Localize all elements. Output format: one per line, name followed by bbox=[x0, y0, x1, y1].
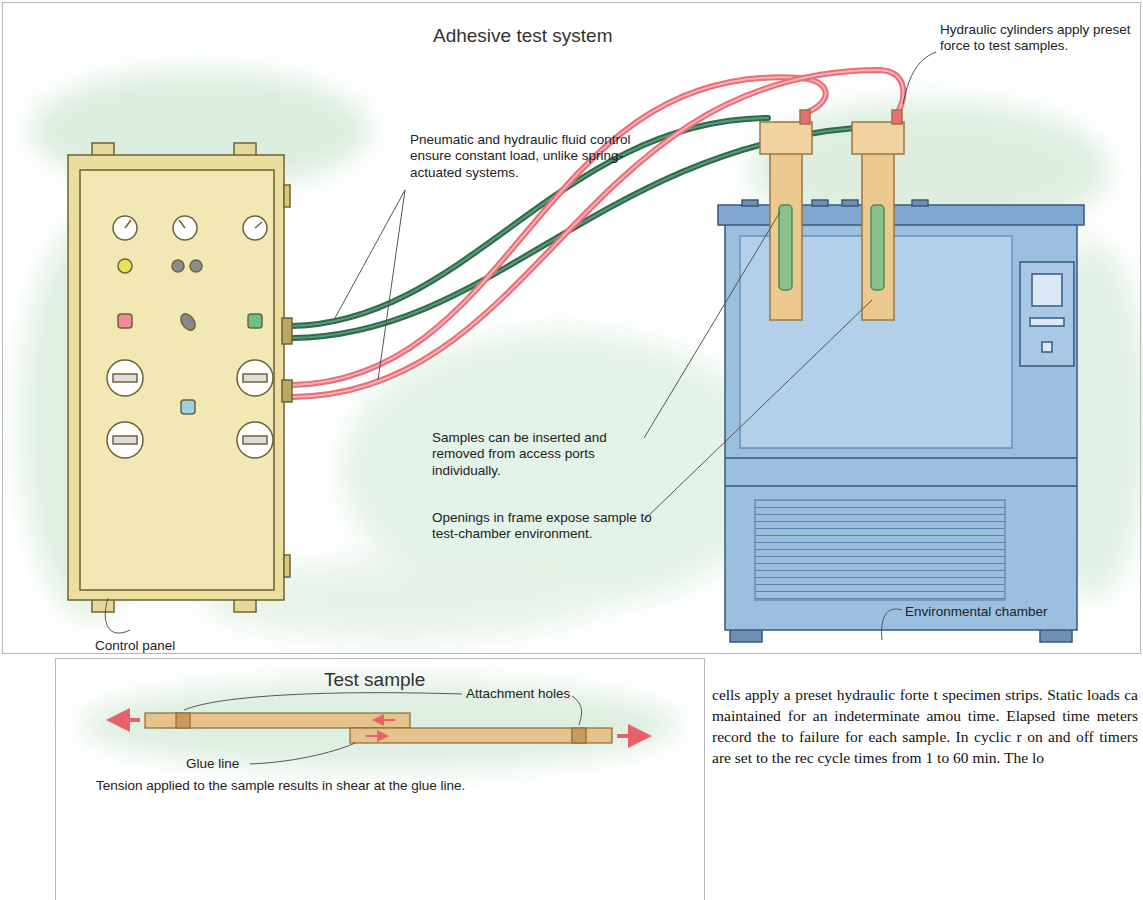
test-sample-strips bbox=[145, 713, 612, 743]
callout-text: Openings in frame expose sample to test-… bbox=[432, 510, 662, 543]
part-name: Attachment holes bbox=[466, 686, 570, 702]
diagram-frame: Adhesive test system bbox=[2, 2, 1141, 654]
part-name: Glue line bbox=[186, 756, 239, 772]
body-text: cells apply a preset hydraulic forte t s… bbox=[712, 684, 1138, 768]
callout-text: Samples can be inserted and removed from… bbox=[432, 430, 662, 479]
heading: Adhesive test system bbox=[433, 25, 613, 47]
callout-text: Hydraulic cylinders apply preset force t… bbox=[940, 22, 1135, 55]
control-panel bbox=[68, 143, 292, 612]
callout-text: Pneumatic and hydraulic fluid control en… bbox=[410, 132, 650, 181]
watercolor-wash bbox=[20, 70, 1143, 640]
heading: Test sample bbox=[324, 669, 425, 691]
shear-arrows bbox=[366, 720, 395, 736]
part-name: Environmental chamber bbox=[905, 604, 1048, 620]
part-name: Control panel bbox=[95, 638, 175, 654]
sample-leaders bbox=[184, 693, 582, 764]
force-arrows bbox=[118, 720, 640, 736]
hydraulic-cylinders bbox=[760, 110, 904, 320]
caption-note: Tension applied to the sample results in… bbox=[96, 778, 656, 794]
leader-lines bbox=[105, 52, 936, 640]
